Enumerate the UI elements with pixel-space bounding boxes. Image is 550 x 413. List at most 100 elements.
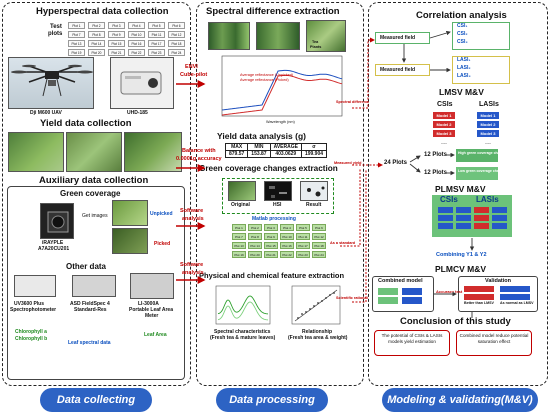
inst1-label-2: Spectrophotometer xyxy=(10,307,57,313)
test-plot-cell: Plot 23 xyxy=(148,49,165,56)
processed-plot-cell: Plot 17 xyxy=(296,242,310,249)
processed-plot-cell: Plot 24 xyxy=(312,251,326,258)
th-average: AVERAGE xyxy=(269,143,302,151)
lasi-box xyxy=(452,56,510,84)
csi-2: CSI₂ xyxy=(457,31,468,37)
td-average: 403.0629 xyxy=(269,150,302,158)
test-plot-cell: Plot 12 xyxy=(168,31,185,38)
yield-analysis-title: Yield data analysis (g) xyxy=(217,131,306,141)
validation-model-cell xyxy=(500,294,530,300)
plmsv-model-cell xyxy=(492,223,507,229)
validation-model-cell xyxy=(500,286,530,292)
leaf-area-label: Leaf Area xyxy=(144,332,167,338)
relationship-point xyxy=(317,302,319,304)
tea-field-photo-3 xyxy=(124,132,182,172)
accuracy-test-label: Accuracy test xyxy=(436,289,463,294)
plants-label: Plants xyxy=(310,45,322,49)
tea-plants-photo xyxy=(306,20,346,52)
relationship-chart xyxy=(291,285,341,325)
data-collecting-bar: Data collecting xyxy=(40,388,152,412)
lmsv-csi-model: ..... xyxy=(441,140,447,145)
lmsv-title: LMSV M&V xyxy=(439,87,484,97)
plots-24-label: 24 Plots xyxy=(384,160,408,166)
relationship-frame xyxy=(291,285,341,325)
test-plot-cell: Plot 5 xyxy=(148,22,165,29)
test-plot-cell: Plot 17 xyxy=(148,40,165,47)
test-plot-cell: Plot 11 xyxy=(148,31,165,38)
picked-reflectance-line xyxy=(221,74,343,116)
relationship-point xyxy=(301,313,303,315)
result-pattern-icon xyxy=(307,186,325,197)
unpicked-reflectance-line xyxy=(221,69,343,111)
plmsv-model-cell xyxy=(492,215,507,221)
spectral-chart-frame xyxy=(221,55,343,117)
plots-12-low: 12 Plots xyxy=(424,170,448,176)
measured-yield-label: Measured yield xyxy=(334,161,362,165)
balance-label-1: Balance with xyxy=(182,148,216,154)
leaf-area-meter-photo xyxy=(130,273,174,299)
yield-table-header-row: MAX MIN AVERAGE σ xyxy=(224,143,328,151)
relationship-label: Relationship xyxy=(302,329,333,335)
csi-1: CSI₁ xyxy=(457,23,468,29)
as-normal-label: As normal as LMSV xyxy=(500,301,534,305)
relationship-point xyxy=(325,297,327,299)
lasi-3: LASI₃ xyxy=(457,73,471,79)
matlab-label: Matlab processing xyxy=(252,216,296,222)
processed-plot-cell: Plot 4 xyxy=(280,224,294,231)
measured-field-box-2 xyxy=(375,64,430,76)
processed-plot-cell: Plot 10 xyxy=(280,233,294,240)
test-plot-cell: Plot 18 xyxy=(168,40,185,47)
physical-chemical-title: Physical and chemical feature extraction xyxy=(199,271,345,280)
envi-label-2: Cube-pilot xyxy=(180,72,208,78)
test-plot-cell: Plot 15 xyxy=(108,40,125,47)
processed-plot-cell: Plot 22 xyxy=(280,251,294,258)
unpicked-label: Unpicked xyxy=(150,211,173,217)
uhd-photo xyxy=(110,57,174,109)
inst2-label-1: ASD FieldSpec 4 xyxy=(70,301,110,307)
test-plot-cell: Plot 22 xyxy=(128,49,145,56)
processed-plot-cell: Plot 1 xyxy=(232,224,246,231)
inst1-label-1: UV3600 Plus xyxy=(14,301,45,307)
chlorophyll-b-label: Chlorophyll b xyxy=(15,336,48,342)
test-plot-cell: Plot 20 xyxy=(88,49,105,56)
relationship-point xyxy=(313,305,315,307)
spectral-difference-label: Spectral difference xyxy=(336,100,371,104)
high-green-box xyxy=(456,149,498,162)
inst2-label-2: Standard-Res xyxy=(74,307,107,313)
lmsv-lasi-model: Model 2 xyxy=(477,121,499,128)
high-green-label: High green coverage change xyxy=(458,151,506,155)
hsi-photo-1 xyxy=(208,22,250,50)
combined-model-label: Combined model xyxy=(378,278,423,284)
measured-field-box-1 xyxy=(375,32,430,44)
plmsv-lasis-label: LASIs xyxy=(476,195,499,204)
tea-field-photo-1 xyxy=(8,132,64,172)
processed-plot-cell: Plot 14 xyxy=(248,242,262,249)
test-plot-cell: Plot 7 xyxy=(68,31,85,38)
test-plot-cell: Plot 10 xyxy=(128,31,145,38)
processed-plot-cell: Plot 21 xyxy=(264,251,278,258)
combined-model-cell xyxy=(378,288,398,295)
plmsv-model-cell xyxy=(438,223,453,229)
uav-label: Dji M600 UAV xyxy=(30,110,62,116)
processed-plot-cell: Plot 5 xyxy=(296,224,310,231)
camera-icon xyxy=(47,211,69,233)
software2-label-1: Software xyxy=(180,262,204,268)
test-plot-cell: Plot 16 xyxy=(128,40,145,47)
hyperspectral-title: Hyperspectral data collection xyxy=(36,6,169,17)
plmsv-model-cell xyxy=(456,207,471,213)
processed-plot-cell: Plot 7 xyxy=(232,233,246,240)
th-max: MAX xyxy=(224,143,249,151)
lmsv-lasi-model: Model 3 xyxy=(477,130,499,137)
processed-plot-cell: Plot 13 xyxy=(232,242,246,249)
test-plots-label-2: plots xyxy=(48,31,63,37)
processed-plot-cell: Plot 15 xyxy=(264,242,278,249)
get-images-label: Get images xyxy=(82,213,108,219)
conclusion-box-2: Combined model reduce potential saturati… xyxy=(456,330,532,356)
plmsv-model-cell xyxy=(456,215,471,221)
spectral-characteristics-sub: (Fresh tea & mature leaves) xyxy=(210,335,276,341)
processed-plot-cell: Plot 9 xyxy=(264,233,278,240)
plmsv-model-cell xyxy=(474,223,489,229)
green-coverage-changes-title: Green coverage changes extraction xyxy=(199,164,338,173)
tea-label: Tea xyxy=(312,40,319,44)
inst3-label-2: Portable Leaf Area xyxy=(129,307,173,313)
